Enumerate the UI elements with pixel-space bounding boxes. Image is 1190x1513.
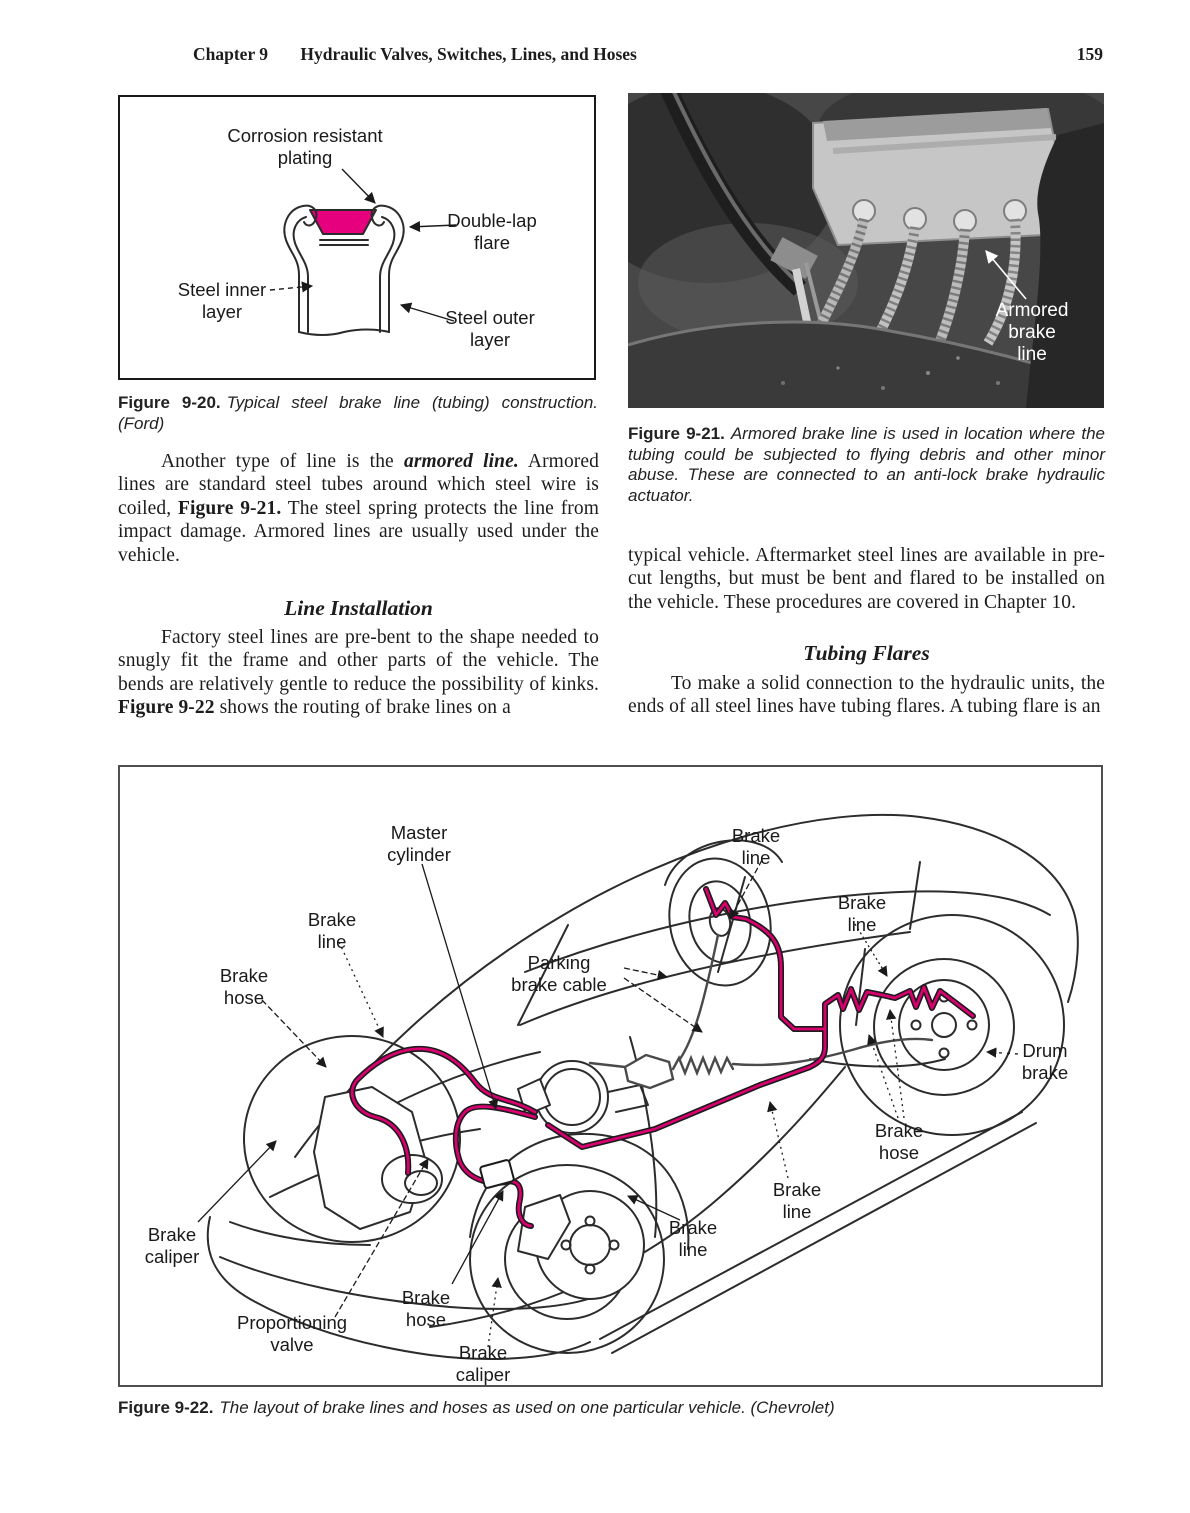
page-header: Chapter 9 Hydraulic Valves, Switches, Li… bbox=[193, 44, 637, 65]
paragraph-tubing-flares: To make a solid connection to the hydrau… bbox=[628, 673, 1105, 718]
label-steel-inner-layer: Steel inner layer bbox=[177, 279, 267, 322]
label-brake-line-9: Brake line bbox=[668, 1217, 718, 1260]
label-brake-line-3: Brake line bbox=[307, 909, 357, 952]
bold-armored-line: armored line. bbox=[403, 451, 519, 472]
figure-9-20-caption: Figure 9-20.Typical steel brake line (tu… bbox=[118, 393, 598, 434]
fig22-leader-lines bbox=[197, 859, 1019, 1348]
figure-9-20-box: Corrosion resistant plating Double-lap f… bbox=[118, 95, 596, 380]
leader-flare bbox=[408, 220, 457, 233]
plating-area bbox=[309, 209, 377, 235]
label-brake-hose-11: Brake hose bbox=[401, 1287, 451, 1330]
text-run: shows the routing of brake lines on a bbox=[214, 697, 511, 719]
label-brake-line-2: Brake line bbox=[837, 892, 887, 935]
figure-9-21-caption-text: Armored brake line is used in location w… bbox=[628, 424, 1105, 505]
label-brake-line-8: Brake line bbox=[772, 1179, 822, 1222]
brake-lines bbox=[349, 886, 976, 1229]
label-brake-caliper-13: Brake caliper bbox=[455, 1342, 511, 1385]
leader-brake-line-3 bbox=[338, 941, 384, 1038]
label-brake-hose-4: Brake hose bbox=[219, 965, 269, 1008]
leader-brake-line-2 bbox=[854, 923, 888, 977]
leader-brake-line-1 bbox=[729, 859, 763, 920]
label-master-cylinder: Master cylinder bbox=[387, 822, 451, 865]
text-run: Armored lines are standard steel tubes a… bbox=[118, 451, 599, 519]
paragraph-armored-line: Another type of line is the armored line… bbox=[118, 450, 599, 567]
bold-figure-ref: Figure 9-21. bbox=[177, 497, 282, 519]
parking-brake-cable bbox=[588, 933, 934, 1090]
label-brake-caliper-10: Brake caliper bbox=[144, 1224, 200, 1267]
label-brake-line-1: Brake line bbox=[731, 825, 781, 868]
page-number: 159 bbox=[1076, 44, 1103, 64]
heading-tubing-flares: Tubing Flares bbox=[803, 641, 930, 665]
leader-brake-caliper-13 bbox=[487, 1276, 502, 1348]
label-drum-brake: Drum brake bbox=[1021, 1040, 1069, 1083]
heading-line-installation: Line Installation bbox=[284, 596, 433, 620]
leader-brake-line-8 bbox=[767, 1100, 789, 1179]
label-armored-brake-line: Armored brake line bbox=[995, 300, 1069, 365]
abs-actuator bbox=[812, 107, 1066, 247]
leader-brake-hose-4 bbox=[261, 999, 327, 1068]
label-double-lap-flare: Double-lap flare bbox=[447, 210, 537, 253]
leader-parking-cable-a bbox=[623, 967, 669, 981]
label-brake-hose-7: Brake hose bbox=[874, 1120, 924, 1163]
frame-bracket bbox=[1026, 123, 1104, 408]
leader-plating bbox=[341, 168, 376, 204]
fig20-leader-lines bbox=[269, 168, 457, 322]
text-run: Factory steel lines are pre-bent to the … bbox=[118, 627, 599, 695]
figure-9-20-caption-text: Typical steel brake line (tubing) constr… bbox=[118, 393, 599, 433]
figure-9-21-photo: Armored brake line bbox=[628, 93, 1104, 408]
leader-proportioning-valve bbox=[334, 1158, 429, 1318]
chapter-number: Chapter 9 bbox=[193, 44, 269, 64]
photo-arrow bbox=[985, 250, 1027, 300]
label-corrosion-plating: Corrosion resistant plating bbox=[227, 125, 383, 168]
leader-brake-caliper-10 bbox=[197, 1140, 277, 1223]
tube-cross-section bbox=[283, 204, 405, 336]
leader-master-cylinder bbox=[421, 863, 499, 1110]
leader-brake-line-9 bbox=[627, 1195, 681, 1221]
label-steel-outer-layer: Steel outer layer bbox=[445, 307, 535, 350]
figure-9-22-caption-label: Figure 9-22. bbox=[118, 1398, 214, 1417]
chapter-title: Hydraulic Valves, Switches, Lines, and H… bbox=[300, 44, 637, 64]
text-run: Another type of line is the bbox=[161, 451, 404, 472]
fig22-line-art bbox=[197, 813, 1079, 1360]
fig20-line-art bbox=[269, 168, 457, 336]
proportioning-valve-body bbox=[479, 1159, 515, 1189]
dark-hose bbox=[660, 93, 807, 296]
bold-figure-ref: Figure 9-22 bbox=[118, 697, 215, 719]
fig21-photo-art bbox=[628, 93, 1104, 408]
leader-outer bbox=[399, 302, 455, 322]
paragraph-line-installation: Factory steel lines are pre-bent to the … bbox=[118, 626, 599, 720]
figure-9-22-caption: Figure 9-22. The layout of brake lines an… bbox=[118, 1398, 1103, 1419]
label-proportioning-valve: Proportioning valve bbox=[236, 1312, 348, 1355]
leader-inner bbox=[269, 281, 314, 293]
text-run: The steel spring protects the line from … bbox=[118, 497, 599, 566]
figure-9-21-caption: Figure 9-21.Armored brake line is used i… bbox=[628, 424, 1105, 506]
figure-9-21-caption-label: Figure 9-21. bbox=[628, 424, 725, 443]
leader-parking-cable-b bbox=[623, 977, 703, 1033]
fender-panel bbox=[628, 322, 1104, 408]
paragraph-typical-vehicle: typical vehicle. Aftermarket steel lines… bbox=[628, 545, 1105, 613]
figure-9-20-caption-label: Figure 9-20. bbox=[118, 393, 221, 412]
leader-drum-brake bbox=[985, 1047, 1019, 1058]
figure-9-22-caption-text: The layout of brake lines and hoses as u… bbox=[219, 1398, 835, 1417]
leader-brake-hose-11 bbox=[451, 1190, 504, 1285]
leader-brake-hose-7b bbox=[886, 1008, 905, 1119]
leader-brake-hose-7a bbox=[867, 1034, 899, 1119]
label-parking-brake-cable: Parking brake cable bbox=[511, 952, 607, 995]
figure-9-22-box: Master cylinder Brake line Brake line Br… bbox=[118, 765, 1103, 1387]
car-outline bbox=[206, 813, 1079, 1360]
